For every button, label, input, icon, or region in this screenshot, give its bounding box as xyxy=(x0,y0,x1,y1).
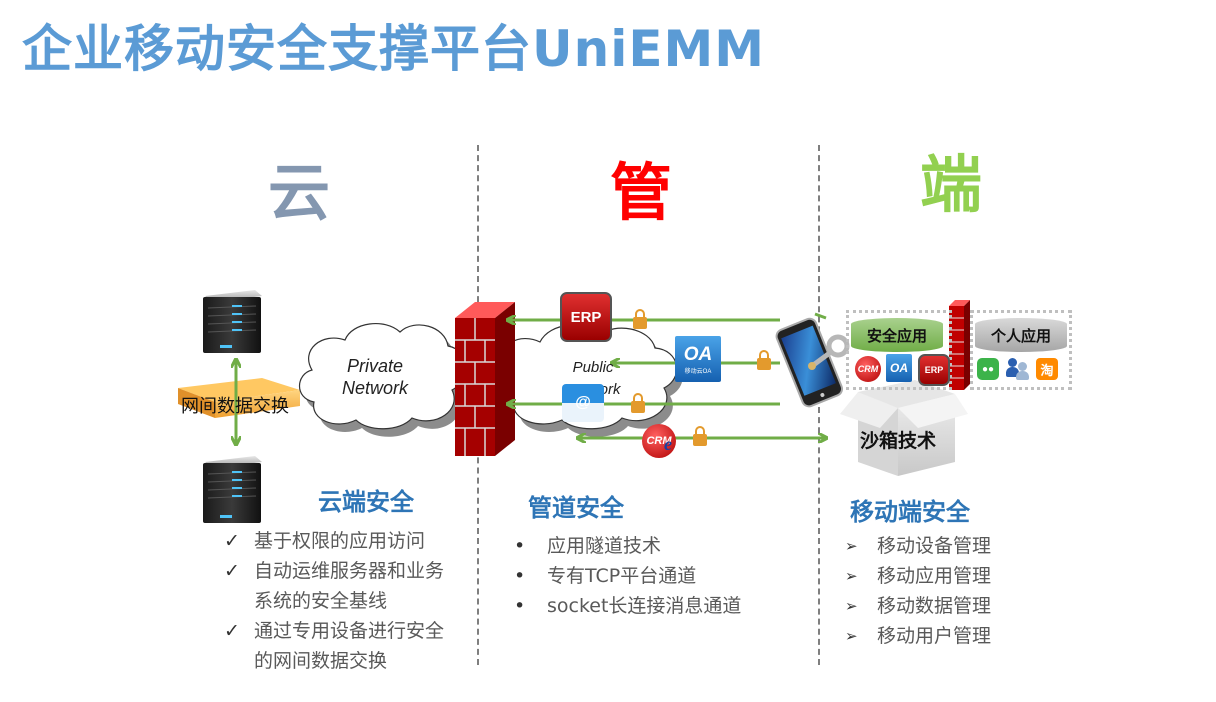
personal-apps-label: 个人应用 xyxy=(975,318,1067,352)
sandbox-label: 沙箱技术 xyxy=(860,430,937,452)
list-item: ➢ 移动设备管理 xyxy=(845,531,991,561)
list-item-text: 移动应用管理 xyxy=(877,565,992,587)
secure-oa-app-icon: OA xyxy=(886,354,912,382)
check-icon: ✓ xyxy=(224,560,240,582)
exchange-label: 网间数据交换 xyxy=(181,396,289,417)
qq-users-icon xyxy=(1006,356,1030,380)
lock-icon xyxy=(633,309,647,329)
crm-e-icon: e xyxy=(664,434,672,454)
terminal-security-title: 移动端安全 xyxy=(850,498,970,526)
check-icon: ✓ xyxy=(224,620,240,642)
list-item: ➢ 移动数据管理 xyxy=(845,591,991,621)
secure-erp-app-icon: ERP xyxy=(918,354,950,386)
divider-right xyxy=(818,145,820,665)
lock-icon xyxy=(757,350,771,370)
arrow-bullet-icon: ➢ xyxy=(845,567,858,585)
smartphone-icon xyxy=(775,317,844,408)
server-bottom-icon xyxy=(203,456,262,523)
sandbox-firewall-icon xyxy=(949,300,970,390)
private-network-cloud xyxy=(298,323,472,437)
list-item-text: 自动运维服务器和业务 xyxy=(254,560,445,582)
arrow-bullet-icon: ➢ xyxy=(845,597,858,615)
list-item-text: socket长连接消息通道 xyxy=(547,595,742,617)
firewall-icon xyxy=(455,302,515,456)
cloud-security-title: 云端安全 xyxy=(318,488,414,516)
list-item-text: 专有TCP平台通道 xyxy=(547,565,697,587)
bullet-icon: • xyxy=(514,565,526,587)
list-item-text: 基于权限的应用访问 xyxy=(254,530,426,552)
public-network-line1: Public xyxy=(572,359,614,376)
column-pipe-heading: 管 xyxy=(610,156,673,229)
list-item-text: 应用隧道技术 xyxy=(547,535,662,557)
phone-link-arrow xyxy=(814,312,827,320)
pipe-security-title: 管道安全 xyxy=(528,494,624,522)
terminal-security-list: ➢ 移动设备管理 ➢ 移动应用管理 ➢ 移动数据管理 ➢ 移动用户管理 xyxy=(845,531,991,651)
list-item: ➢ 移动用户管理 xyxy=(845,621,991,651)
oa-app-icon: OA 移动云OA xyxy=(675,336,721,382)
list-item-text: 移动用户管理 xyxy=(877,625,992,647)
mail-app-icon: @ xyxy=(562,384,604,422)
secure-apps-label: 安全应用 xyxy=(851,318,943,352)
list-item: • socket长连接消息通道 xyxy=(514,591,741,621)
list-item: • 专有TCP平台通道 xyxy=(514,561,741,591)
erp-app-icon: ERP xyxy=(560,292,612,342)
wechat-icon: ●● xyxy=(977,358,999,380)
secure-apps-zone xyxy=(846,310,952,390)
private-network-line1: Private xyxy=(346,356,404,376)
list-item: • 应用隧道技术 xyxy=(514,531,741,561)
list-item-text-cont: 的网间数据交换 xyxy=(254,650,388,672)
list-item: ✓ 基于权限的应用访问 xyxy=(224,526,444,556)
list-item-text-cont: 系统的安全基线 xyxy=(254,590,388,612)
private-network-line2: Network xyxy=(341,378,408,398)
lock-icon xyxy=(631,393,645,413)
bullet-icon: • xyxy=(514,535,526,557)
list-item-text: 移动数据管理 xyxy=(877,595,992,617)
oa-app-label: OA xyxy=(683,343,713,365)
list-item-text: 移动设备管理 xyxy=(877,535,992,557)
arrow-bullet-icon: ➢ xyxy=(845,537,858,555)
page-title: 企业移动安全支撑平台UniEMM xyxy=(22,20,766,78)
pipe-security-list: • 应用隧道技术 • 专有TCP平台通道 • socket长连接消息通道 xyxy=(514,531,741,621)
crm-app-icon: CRM xyxy=(642,424,676,458)
cloud-security-list: ✓ 基于权限的应用访问 ✓ 自动运维服务器和业务 系统的安全基线 ✓ 通过专用设… xyxy=(224,526,444,676)
check-icon: ✓ xyxy=(224,530,240,552)
list-item-text: 通过专用设备进行安全 xyxy=(254,620,445,642)
secure-crm-app-icon: CRM xyxy=(855,356,881,382)
taobao-icon: 淘 xyxy=(1036,358,1058,380)
column-terminal-heading: 端 xyxy=(920,148,983,221)
server-top-icon xyxy=(203,290,262,353)
oa-app-sublabel: 移动云OA xyxy=(684,368,712,375)
arrow-bullet-icon: ➢ xyxy=(845,627,858,645)
list-item: ✓ 通过专用设备进行安全 的网间数据交换 xyxy=(224,616,444,676)
crm-app-label: CRM xyxy=(646,435,672,447)
list-item: ✓ 自动运维服务器和业务 系统的安全基线 xyxy=(224,556,444,616)
lock-icon xyxy=(693,426,707,446)
bullet-icon: • xyxy=(514,595,526,617)
private-network-label: Private Network xyxy=(330,355,420,399)
column-cloud-heading: 云 xyxy=(268,156,331,229)
list-item: ➢ 移动应用管理 xyxy=(845,561,991,591)
personal-apps-zone xyxy=(970,310,1072,390)
